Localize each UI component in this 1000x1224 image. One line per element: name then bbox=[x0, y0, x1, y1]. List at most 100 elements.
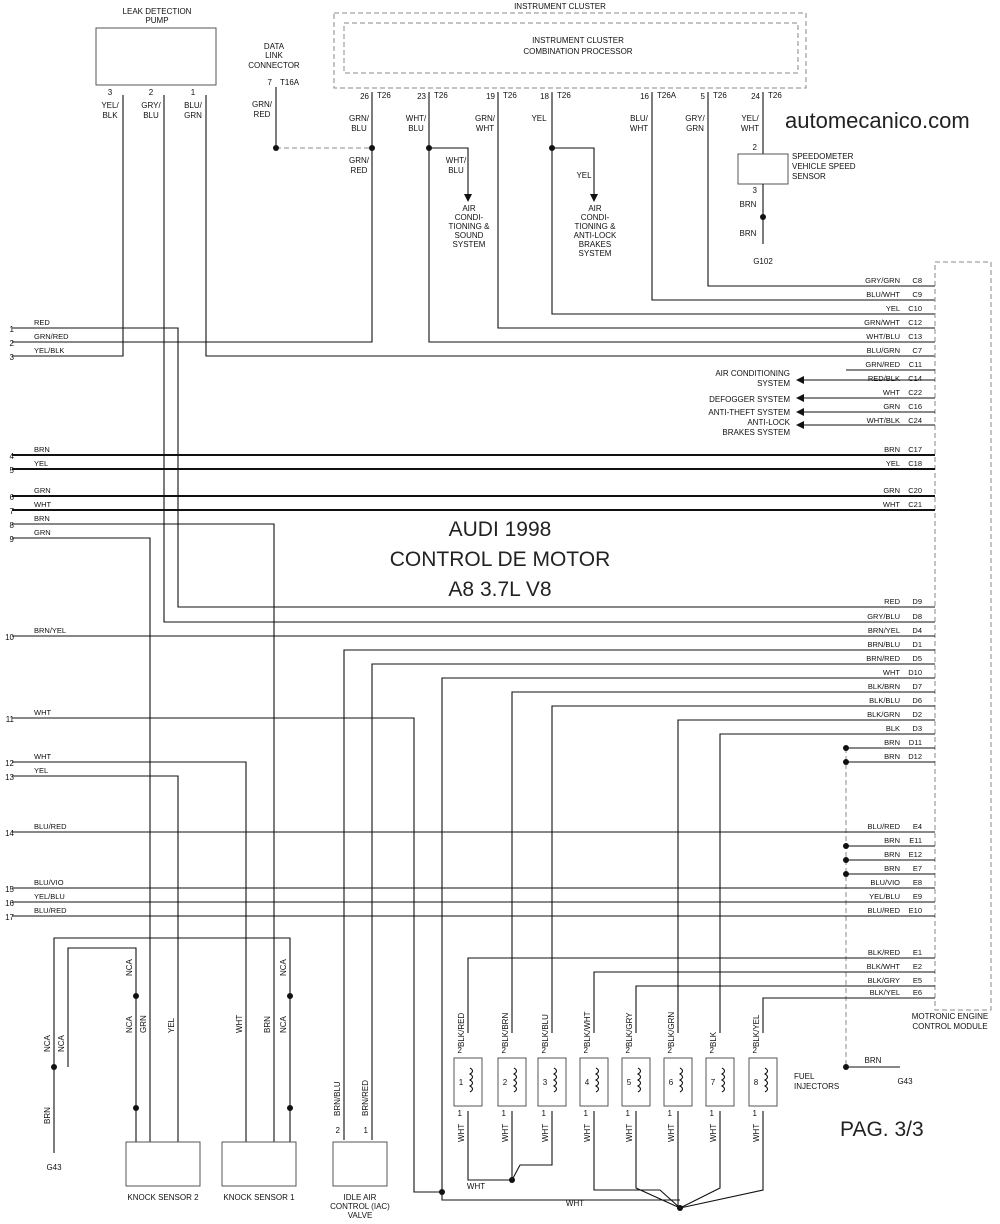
ecm-pin: E12 bbox=[909, 850, 922, 859]
ecm-wire-color: WHT/BLU bbox=[866, 332, 900, 341]
cluster-wire-color: BLU bbox=[351, 124, 367, 133]
ac-sound-label: SYSTEM bbox=[453, 240, 486, 249]
ecm-label: CONTROL MODULE bbox=[912, 1022, 987, 1031]
left-line-color: RED bbox=[34, 318, 50, 327]
ecm-wire-color: BRN bbox=[884, 738, 900, 747]
ground-g102: G102 bbox=[753, 257, 773, 266]
injector-pin: 1 bbox=[710, 1109, 715, 1118]
ecm-pin: C17 bbox=[908, 445, 922, 454]
ecm-wire-color: WHT bbox=[883, 388, 900, 397]
injector-bus-wire: WHT bbox=[566, 1199, 584, 1208]
ecm-pin: C13 bbox=[908, 332, 922, 341]
ecm-pin: D6 bbox=[912, 696, 922, 705]
injector-pin: 2 bbox=[668, 1046, 673, 1055]
ground-g43: G43 bbox=[897, 1077, 913, 1086]
instrument-cluster-outline bbox=[333, 12, 807, 89]
ac-abs-label: SYSTEM bbox=[579, 249, 612, 258]
injector-wire-color: BLK/GRN bbox=[667, 1012, 676, 1047]
ecm-wire-color: BLK/GRY bbox=[868, 976, 900, 985]
leak-pump-label: LEAK DETECTION bbox=[123, 7, 192, 16]
ecm-pin: E7 bbox=[913, 864, 922, 873]
leak-pump-wire-color: BLK bbox=[102, 111, 118, 120]
injector-coil-icon bbox=[552, 1067, 558, 1093]
ecm-pin: C20 bbox=[908, 486, 922, 495]
left-line-color: BRN/YEL bbox=[34, 626, 66, 635]
ecm-wire-color: BRN/RED bbox=[866, 654, 900, 663]
injector-coil-icon bbox=[468, 1067, 474, 1093]
splice-dots bbox=[51, 145, 849, 1211]
left-line-number: 5 bbox=[10, 466, 15, 475]
cluster-pin: 5 bbox=[701, 92, 706, 101]
cluster-wire-color: GRY/ bbox=[685, 114, 705, 123]
injector-wire-color: WHT bbox=[709, 1124, 718, 1142]
splice-wire-color: RED bbox=[351, 166, 368, 175]
left-line-number: 7 bbox=[10, 507, 15, 516]
ac-abs-label: CONDI- bbox=[581, 213, 610, 222]
iac-wire-color: BRN/BLU bbox=[333, 1081, 342, 1116]
ecm-wire-color: BLK/RED bbox=[868, 948, 901, 957]
watermark: automecanico.com bbox=[785, 108, 970, 133]
ecm-pin: C16 bbox=[908, 402, 922, 411]
ecm-wire-color: BLK/WHT bbox=[867, 962, 901, 971]
ecm-wire-color: BLU/GRN bbox=[867, 346, 900, 355]
left-line-color: YEL/BLK bbox=[34, 346, 64, 355]
left-line-color: YEL bbox=[34, 766, 48, 775]
fuel-injector-box bbox=[453, 1057, 483, 1107]
cluster-wire-color: YEL/ bbox=[741, 114, 759, 123]
ecm-pin: E6 bbox=[913, 988, 922, 997]
ecm-outline bbox=[934, 261, 992, 1011]
speed-sensor-pin: 2 bbox=[753, 143, 758, 152]
injector-coil-icon bbox=[636, 1067, 642, 1093]
ac-sound-wire: BLU bbox=[448, 166, 464, 175]
nca-label: NCA bbox=[279, 958, 288, 976]
left-line-number: 3 bbox=[10, 353, 15, 362]
injector-number: 6 bbox=[669, 1078, 674, 1087]
injector-pin: 2 bbox=[584, 1046, 589, 1055]
injector-wire-color: WHT bbox=[541, 1124, 550, 1142]
ecm-pin: C21 bbox=[908, 500, 922, 509]
cluster-wire-color: GRN bbox=[686, 124, 704, 133]
left-line-number: 6 bbox=[10, 493, 15, 502]
fuel-injector-box bbox=[579, 1057, 609, 1107]
injector-pin: 1 bbox=[668, 1109, 673, 1118]
nca-label: NCA bbox=[57, 1034, 66, 1052]
injector-number: 3 bbox=[543, 1078, 548, 1087]
speed-sensor-box bbox=[737, 153, 789, 185]
ecm-pin: C18 bbox=[908, 459, 922, 468]
ecm-pin: E10 bbox=[909, 906, 922, 915]
injector-pin: 1 bbox=[753, 1109, 758, 1118]
ecm-wire-color: BRN bbox=[884, 864, 900, 873]
left-line-number: 9 bbox=[10, 535, 15, 544]
ac-abs-label: AIR bbox=[588, 204, 602, 213]
injector-pin: 2 bbox=[710, 1046, 715, 1055]
ecm-pin: D4 bbox=[912, 626, 922, 635]
ecm-pin: D7 bbox=[912, 682, 922, 691]
ecm-wire-color: BRN bbox=[884, 836, 900, 845]
injector-pin: 1 bbox=[542, 1109, 547, 1118]
speed-sensor-label: SENSOR bbox=[792, 172, 826, 181]
knock-sensor-1-label: KNOCK SENSOR 1 bbox=[223, 1193, 295, 1202]
ac-abs-wire: YEL bbox=[576, 171, 592, 180]
ecm-wire-color: BLK/BRN bbox=[868, 682, 900, 691]
ecm-wire-color: BLU/VIO bbox=[870, 878, 900, 887]
injector-wire-color: WHT bbox=[501, 1124, 510, 1142]
leak-pump-pin: 1 bbox=[191, 88, 196, 97]
ac-abs-label: BRAKES bbox=[579, 240, 611, 249]
fuel-injectors-label: FUEL bbox=[794, 1072, 815, 1081]
cluster-processor-outline bbox=[343, 22, 799, 74]
nca-label: NCA bbox=[279, 1015, 288, 1033]
ecm-pin: E1 bbox=[913, 948, 922, 957]
ecm-wire-color: GRN bbox=[883, 486, 900, 495]
ecm-wire-color: YEL/BLU bbox=[869, 892, 900, 901]
iac-label: CONTROL (IAC) bbox=[330, 1202, 390, 1211]
left-line-number: 10 bbox=[5, 633, 14, 642]
knock-sensor-1-box bbox=[221, 1141, 297, 1187]
ecm-wire-color: GRY/GRN bbox=[865, 276, 900, 285]
knock-wire-color: WHT bbox=[235, 1015, 244, 1033]
dlc-pin: 7 bbox=[268, 78, 273, 87]
ecm-pin: E9 bbox=[913, 892, 922, 901]
cluster-pin: 18 bbox=[540, 92, 549, 101]
left-line-color: GRN/RED bbox=[34, 332, 69, 341]
ecm-wire-color: BRN/BLU bbox=[867, 640, 900, 649]
ecm-wire-color: WHT bbox=[883, 500, 900, 509]
